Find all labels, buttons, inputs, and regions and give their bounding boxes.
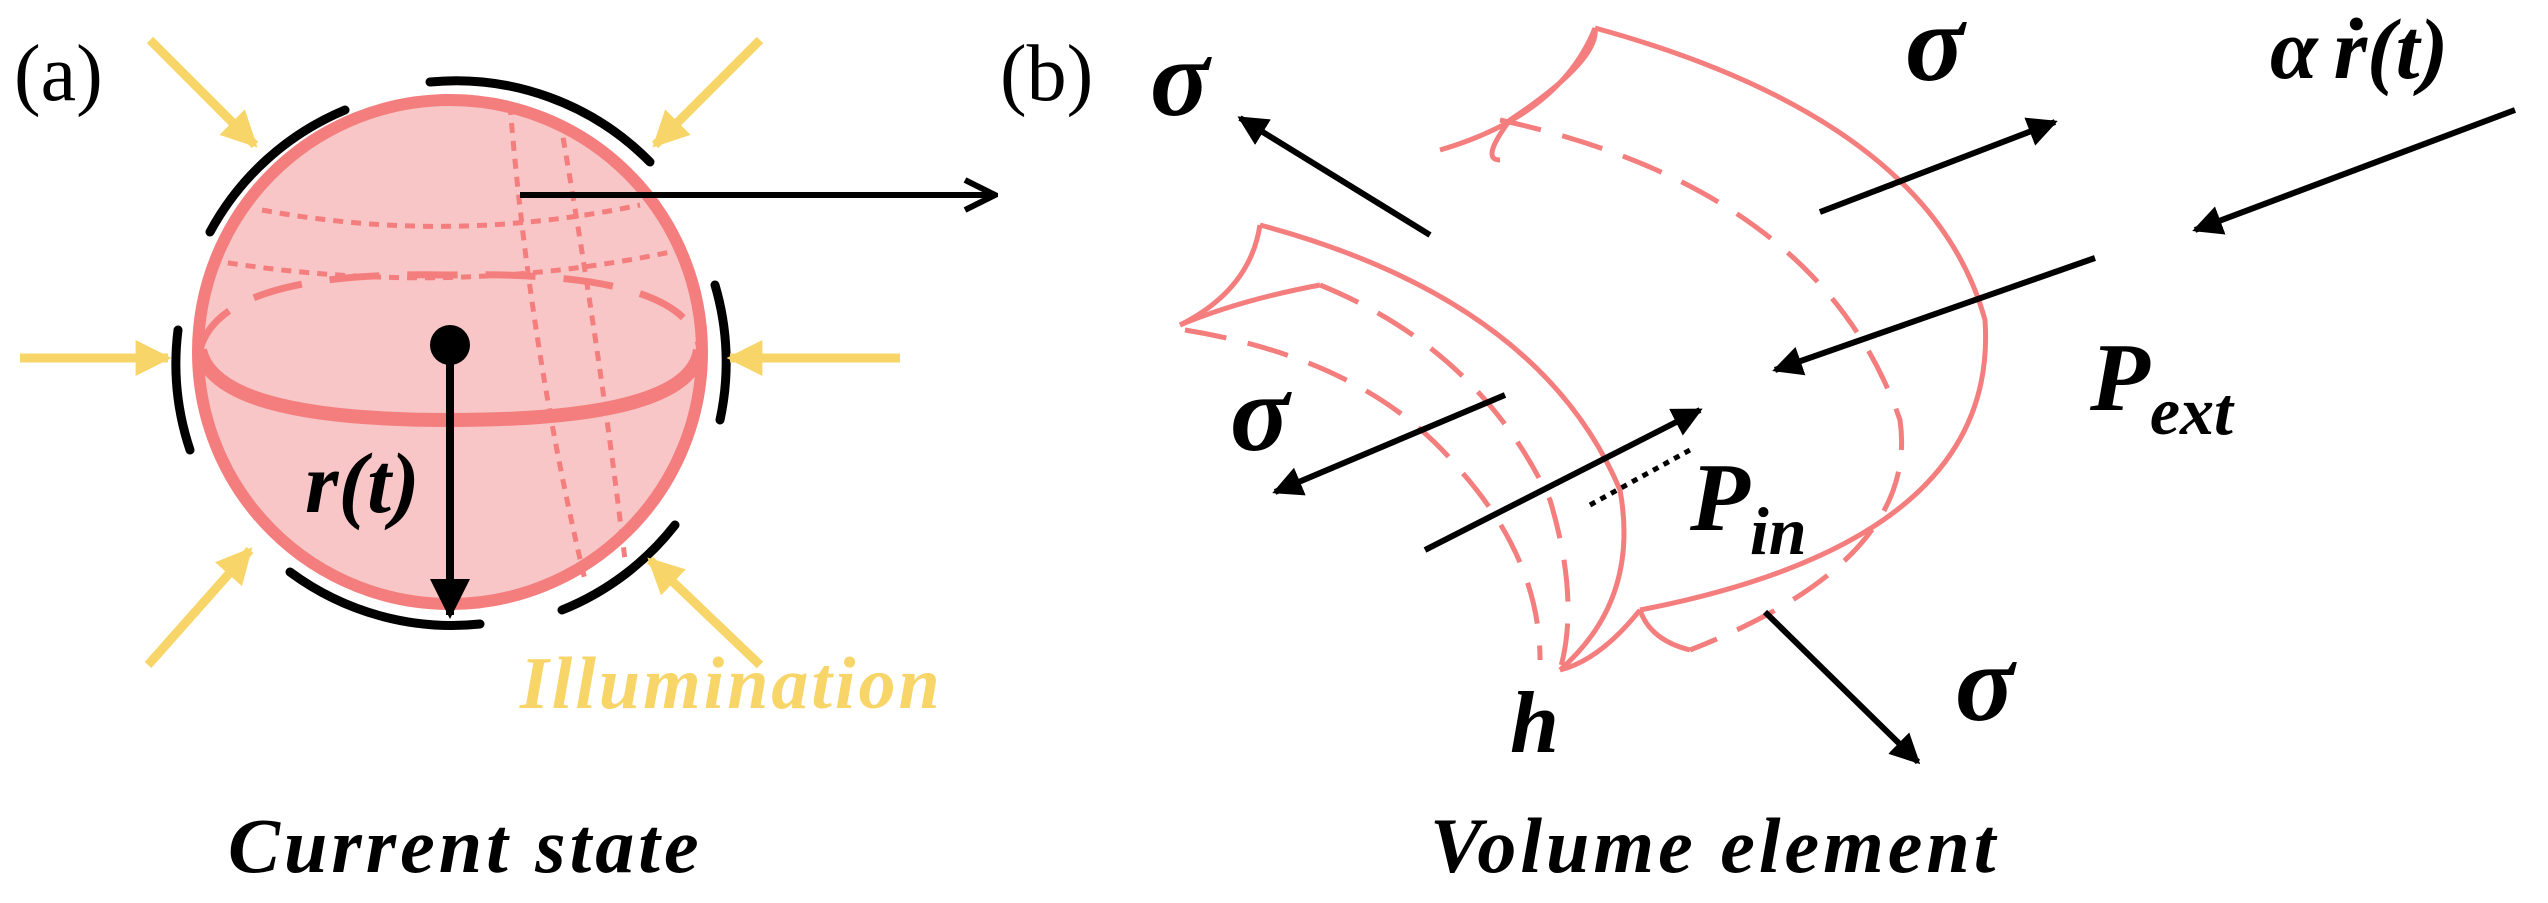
shell-arcs bbox=[171, 76, 731, 630]
panel-b: (b) bbox=[1000, 0, 2517, 889]
stress-arrow-top-left bbox=[1237, 115, 1432, 238]
shell-arc bbox=[557, 520, 680, 615]
rdot-term: ṙ(t) bbox=[2334, 1, 2449, 97]
illumination-arrow bbox=[646, 556, 764, 669]
sigma-label-bottom: σ bbox=[1955, 622, 2017, 744]
illumination-arrow bbox=[144, 547, 254, 668]
bottom-lip bbox=[1637, 609, 1691, 653]
sphere-equator-back bbox=[196, 271, 704, 351]
dotted-normal bbox=[1819, 179, 1901, 215]
alpha-symbol: α bbox=[2270, 1, 2319, 97]
hidden-edges bbox=[1184, 117, 1904, 671]
outer-face-edge bbox=[1594, 25, 1989, 613]
p-in-subscript: in bbox=[1750, 493, 1807, 569]
p-ext-arrow bbox=[1772, 255, 2096, 376]
left-lip bbox=[1179, 282, 1321, 328]
p-in-base: P bbox=[1689, 444, 1751, 552]
p-ext-subscript: ext bbox=[2150, 373, 2235, 449]
hidden-edge bbox=[1499, 117, 1904, 653]
panel-a: (a) r(t) bbox=[14, 30, 995, 889]
thickness-arrow bbox=[1423, 407, 1703, 553]
p-ext-base: P bbox=[2089, 324, 2151, 432]
shell-arc bbox=[205, 105, 350, 237]
illumination-arrow bbox=[651, 36, 764, 149]
panel-b-label: (b) bbox=[1000, 30, 1093, 118]
sigma-label-top-right: σ bbox=[1905, 0, 1967, 104]
sigma-label-top-left: σ bbox=[1150, 17, 1212, 139]
panel-a-caption: Current state bbox=[228, 802, 703, 889]
stress-arrow-bottom bbox=[1762, 609, 1921, 765]
top-lip bbox=[1489, 27, 1598, 163]
inner-face-edge bbox=[1259, 222, 1627, 672]
p-in-label: Pin bbox=[1689, 444, 1807, 569]
hidden-edge bbox=[1184, 327, 1543, 661]
panel-a-label: (a) bbox=[14, 30, 103, 118]
sigma-label-left: σ bbox=[1230, 352, 1292, 474]
illumination-arrow bbox=[146, 36, 259, 149]
illumination-arrows bbox=[20, 36, 900, 669]
radius-label: r(t) bbox=[305, 435, 420, 531]
top-edge bbox=[1439, 27, 1598, 153]
shell-arc bbox=[710, 280, 731, 425]
shell-arc bbox=[425, 76, 655, 167]
thickness-label: h bbox=[1510, 675, 1559, 772]
shell-arc bbox=[285, 567, 485, 630]
stress-arrow-left bbox=[1272, 392, 1507, 496]
dotted-normals bbox=[1588, 179, 1901, 508]
illumination-label: Illumination bbox=[519, 643, 943, 725]
sphere-latitude-top bbox=[261, 202, 641, 229]
volume-element bbox=[1178, 25, 1989, 673]
shell-arc bbox=[171, 325, 195, 455]
hidden-edge bbox=[1319, 282, 1571, 671]
sphere-meridian-1 bbox=[507, 104, 588, 581]
bottom-edge bbox=[1559, 608, 1642, 673]
rate-force-arrow bbox=[2192, 107, 2517, 235]
sphere-meridian-2 bbox=[557, 119, 628, 561]
p-ext-label: Pext bbox=[2089, 324, 2235, 449]
panel-b-caption: Volume element bbox=[1430, 802, 1999, 889]
